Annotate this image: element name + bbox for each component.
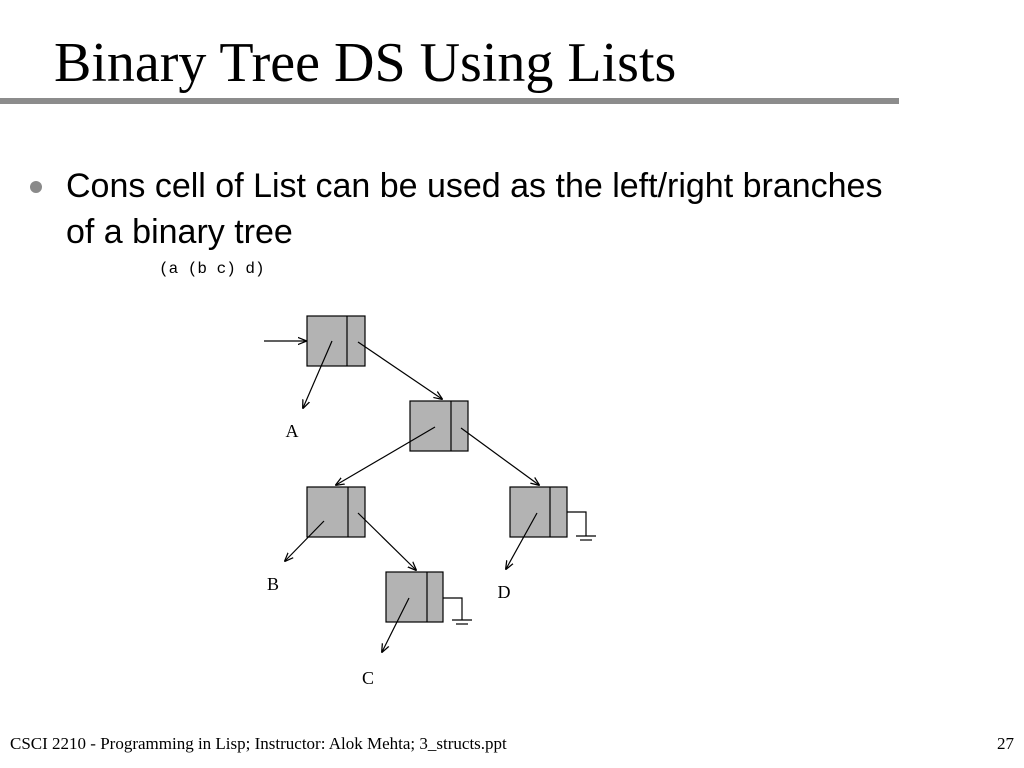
slide-title: Binary Tree DS Using Lists	[54, 32, 677, 94]
bullet-point	[30, 181, 42, 193]
car-pointer-to-b	[285, 520, 325, 561]
car-pointer-to-c	[382, 597, 410, 652]
cdr-pointer-root	[357, 341, 442, 399]
footer-course-info: CSCI 2210 - Programming in Lisp; Instruc…	[10, 734, 507, 753]
cons-cell-inner	[385, 571, 444, 623]
cons-cell-last	[509, 486, 568, 538]
leaf-label-c: C	[362, 668, 374, 688]
nil-ground-symbol	[567, 511, 596, 541]
cons-cell-root	[306, 315, 366, 367]
title-divider	[0, 98, 899, 104]
list-expression: (a (b c) d)	[159, 260, 265, 278]
leaf-label-a: A	[286, 421, 299, 441]
slide-number: 27	[997, 734, 1014, 753]
car-pointer-to-d	[506, 512, 538, 569]
car-pointer-to-sublist	[336, 426, 436, 485]
car-pointer-to-a	[303, 340, 333, 408]
bullet-text: Cons cell of List can be used as the lef…	[66, 167, 883, 251]
nil-ground-symbol	[443, 597, 472, 625]
leaf-label-d: D	[498, 582, 511, 602]
leaf-label-b: B	[267, 574, 279, 594]
cons-cell-2	[409, 400, 469, 452]
cdr-pointer-sublist	[357, 512, 416, 570]
cdr-pointer-to-last	[460, 427, 539, 485]
